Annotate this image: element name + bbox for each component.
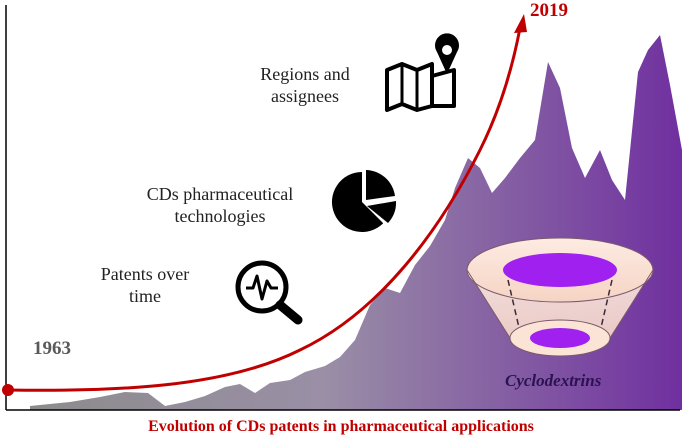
stage-label-line2: technologies: [174, 206, 266, 226]
growth-curve: [7, 27, 522, 392]
figure-caption: Evolution of CDs patents in pharmaceutic…: [148, 418, 534, 435]
stage-label-line1: Patents over: [100, 264, 190, 284]
stage-label-patents-over-time: Patents over time: [90, 263, 200, 307]
cyclodextrins-label: Cyclodextrins: [505, 371, 602, 390]
stage-label-line1: CDs pharmaceutical: [146, 184, 294, 204]
map-pin-icon: [385, 33, 460, 112]
stage-label-line2: time: [129, 286, 161, 306]
end-year-label: 2019: [530, 0, 568, 21]
stage-label-cds-technologies: CDs pharmaceutical technologies: [135, 183, 305, 227]
start-point: [2, 384, 14, 396]
stage-label-regions-assignees: Regions and assignees: [250, 63, 360, 107]
magnifier-signal-icon: [235, 260, 303, 325]
stage-label-line1: Regions and: [260, 64, 350, 84]
start-year-label: 1963: [33, 338, 71, 359]
stage-label-line2: assignees: [271, 86, 339, 106]
pie-chart-icon: [331, 170, 397, 232]
cyclodextrin-torus: [466, 237, 654, 357]
growth-arrowhead: [514, 14, 527, 33]
